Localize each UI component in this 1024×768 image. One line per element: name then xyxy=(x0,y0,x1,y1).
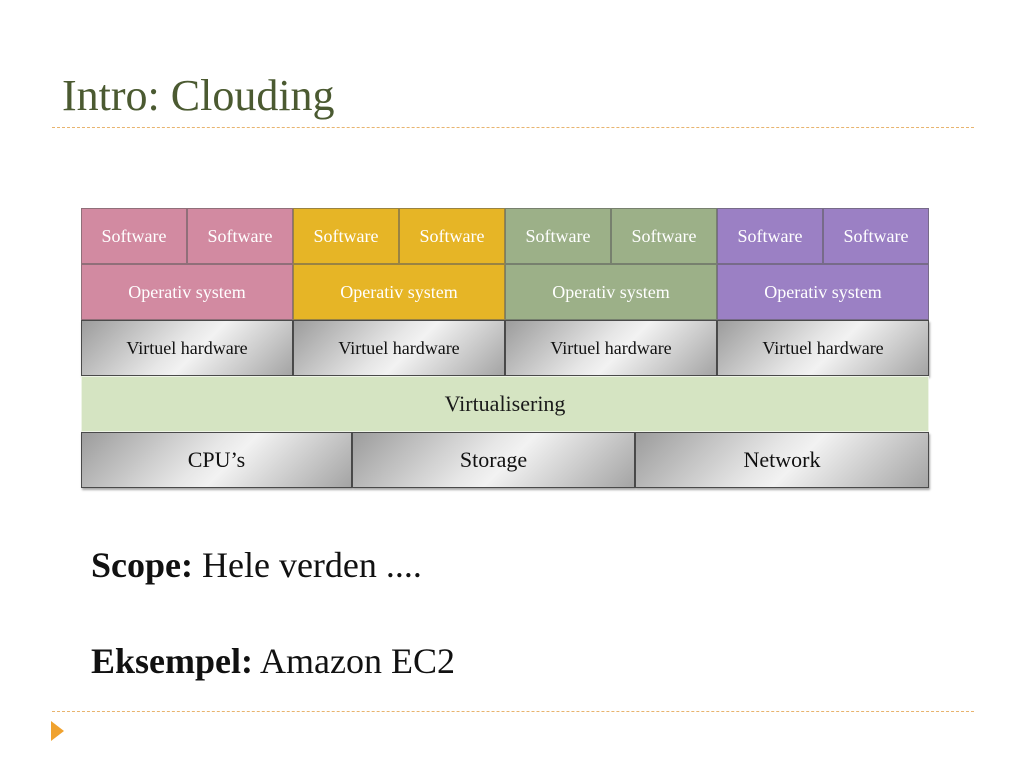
software-row: Software Software Software Software Soft… xyxy=(81,208,929,264)
software-box: Software xyxy=(823,208,929,264)
os-box: Operativ system xyxy=(505,264,717,320)
example-line: Eksempel: Amazon EC2 xyxy=(91,640,455,682)
virtual-hardware-box: Virtuel hardware xyxy=(505,320,717,376)
storage-box: Storage xyxy=(352,432,635,488)
scope-value: Hele verden .... xyxy=(202,545,422,585)
os-box: Operativ system xyxy=(293,264,505,320)
virtualization-stack-diagram: Software Software Software Software Soft… xyxy=(81,208,929,488)
footer-divider xyxy=(52,711,974,712)
bullet-arrow-icon xyxy=(51,721,64,741)
scope-label: Scope: xyxy=(91,545,193,585)
software-box: Software xyxy=(611,208,717,264)
scope-line: Scope: Hele verden .... xyxy=(91,544,422,586)
os-row: Operativ system Operativ system Operativ… xyxy=(81,264,929,320)
example-value: Amazon EC2 xyxy=(260,641,455,681)
cpu-box: CPU’s xyxy=(81,432,352,488)
software-box: Software xyxy=(505,208,611,264)
example-label: Eksempel: xyxy=(91,641,253,681)
virtual-hardware-row: Virtuel hardware Virtuel hardware Virtue… xyxy=(81,320,929,376)
software-box: Software xyxy=(293,208,399,264)
virtual-hardware-box: Virtuel hardware xyxy=(81,320,293,376)
os-box: Operativ system xyxy=(717,264,929,320)
virtualization-layer: Virtualisering xyxy=(81,376,929,432)
hardware-row: CPU’s Storage Network xyxy=(81,432,929,488)
software-box: Software xyxy=(187,208,293,264)
software-box: Software xyxy=(81,208,187,264)
software-box: Software xyxy=(717,208,823,264)
slide-title: Intro: Clouding xyxy=(62,71,335,120)
virtual-hardware-box: Virtuel hardware xyxy=(717,320,929,376)
network-box: Network xyxy=(635,432,929,488)
software-box: Software xyxy=(399,208,505,264)
virtualization-row: Virtualisering xyxy=(81,376,929,432)
os-box: Operativ system xyxy=(81,264,293,320)
virtual-hardware-box: Virtuel hardware xyxy=(293,320,505,376)
title-divider xyxy=(52,127,974,128)
